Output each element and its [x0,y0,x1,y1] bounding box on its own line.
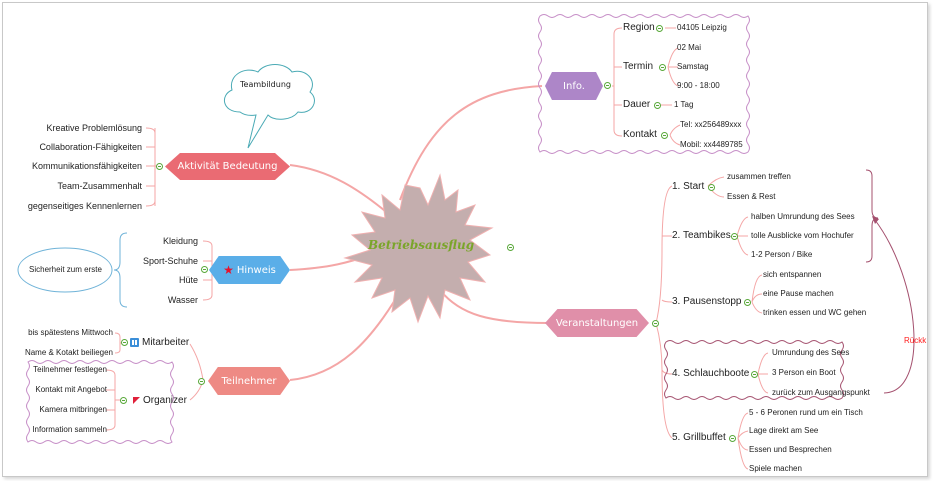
subtopic-kontakt[interactable]: Kontakt [623,129,657,140]
central-topic-shape[interactable] [343,173,494,324]
subtopic[interactable]: Essen und Besprechen [749,445,832,454]
branch-line-teilnehmer [289,299,396,381]
topic-aktivitaet-bedeutung[interactable]: Aktivität Bedeutung [165,153,290,180]
subtopic[interactable]: bis spätestens Mittwoch [28,328,113,337]
collapse-toggle-dauer[interactable] [654,102,661,109]
topic-info[interactable]: Info. [545,72,603,100]
collapse-toggle-central[interactable] [507,244,514,251]
subtopic[interactable]: 9:00 - 18:00 [677,81,720,90]
subtopic-schlauchboote[interactable]: 4. Schlauchboote [672,368,750,379]
topic-label: Hinweis [236,264,276,276]
subtopic[interactable]: Spiele machen [749,464,802,473]
subtopic[interactable]: 04105 Leipzig [677,23,727,32]
branch-line-veranstaltungen [439,289,549,324]
subtopic[interactable]: Samstag [677,62,709,71]
collapse-toggle-pausenstopp[interactable] [744,299,751,306]
subtopic[interactable]: Kommunikationsfähigkeiten [31,161,142,171]
veranstaltungen-child-lines [655,176,769,470]
callout-teambildung-label: Teambildung [240,80,291,89]
topic-label: Veranstaltungen [555,317,639,329]
topic-label: Info. [563,80,585,92]
info-child-lines [612,27,681,146]
subtopic[interactable]: halben Umrundung des Sees [751,212,855,221]
subtopic[interactable]: Hüte [178,275,198,285]
summary-label: Sicherheit zum erste [29,265,102,274]
info-boundary [538,14,750,154]
subtopic[interactable]: tolle Ausblicke vom Hochufer [751,231,854,240]
veranstaltungen-summary-brace [865,169,879,263]
subtopic[interactable]: Name & Kotakt beiliegen [24,348,113,357]
collapse-toggle-aktivitaet[interactable] [156,163,163,170]
collapse-toggle-grillbuffet[interactable] [729,435,736,442]
collapse-toggle-mitarbeiter[interactable] [121,339,128,346]
topic-label: Aktivität Bedeutung [177,161,278,172]
organizer-boundary [26,360,174,444]
subtopic[interactable]: Kleidung [162,236,198,246]
collapse-toggle-hinweis[interactable] [201,266,208,273]
hinweis-summary-brace [113,232,128,308]
collapse-toggle-veranstaltungen[interactable] [652,320,659,327]
subtopic[interactable]: Mobil: xx4489785 [680,140,743,149]
subtopic-grillbuffet[interactable]: 5. Grillbuffet [672,432,726,443]
subtopic[interactable]: trinken essen und WC gehen [763,308,867,317]
subtopic[interactable]: Kontakt mit Angebot [35,385,107,394]
subtopic[interactable]: Kreative Problemlösung [46,123,142,133]
subtopic[interactable]: Essen & Rest [727,192,776,201]
collapse-toggle-info[interactable] [604,82,611,89]
collapse-toggle-organizer[interactable] [120,397,127,404]
subtopic-mitarbeiter[interactable]: Mitarbeiter [142,337,190,348]
schlauchboote-boundary [664,340,844,400]
subtopic[interactable]: Collaboration-Fähigkeiten [39,142,142,152]
topic-label: Teilnehmer [221,375,277,387]
flag-icon [133,397,140,404]
relationship-arrowhead [872,216,879,224]
star-icon: ★ [223,263,234,277]
collapse-toggle-teilnehmer[interactable] [198,378,205,385]
subtopic[interactable]: gegenseitiges Kennenlernen [27,201,142,211]
topic-hinweis[interactable]: ★ Hinweis [209,256,290,284]
subtopic[interactable]: 1 Tag [674,100,694,109]
collapse-toggle-teambikes[interactable] [731,233,738,240]
subtopic[interactable]: Tel: xx256489xxx [680,120,742,129]
collapse-toggle-termin[interactable] [659,64,666,71]
subtopic[interactable]: Lage direkt am See [749,426,819,435]
subtopic[interactable]: eine Pause machen [763,289,834,298]
subtopic[interactable]: Sport-Schuhe [142,256,198,266]
branch-line-aktivitaet [289,164,391,216]
subtopic[interactable]: Information sammeln [32,425,107,434]
topic-veranstaltungen[interactable]: Veranstaltungen [545,309,649,337]
subtopic[interactable]: Kamera mitbringen [39,405,107,414]
subtopic-termin[interactable]: Termin [623,61,654,72]
branch-line-info [399,85,543,201]
people-icon [130,338,139,347]
teambildung-callout[interactable] [224,64,315,149]
subtopic-pausenstopp[interactable]: 3. Pausenstopp [672,296,742,307]
relationship-label[interactable]: Rückk [904,336,927,345]
subtopic[interactable]: 1-2 Person / Bike [751,250,813,259]
summary-ellipse[interactable] [17,247,113,293]
collapse-toggle-kontakt[interactable] [661,132,668,139]
subtopic[interactable]: 3 Person ein Boot [772,368,836,377]
subtopic[interactable]: Team-Zusammenhalt [57,181,142,191]
collapse-toggle-start[interactable] [708,184,715,191]
subtopic-teambikes[interactable]: 2. Teambikes [672,230,731,241]
subtopic-dauer[interactable]: Dauer [623,99,651,110]
subtopic[interactable]: Teilnehmer festlegen [33,365,107,374]
subtopic[interactable]: 5 - 6 Peronen rund um ein Tisch [749,408,863,417]
subtopic-region[interactable]: Region [623,22,655,33]
subtopic[interactable]: zusammen treffen [727,172,791,181]
collapse-toggle-region[interactable] [656,25,663,32]
subtopic[interactable]: 02 Mai [677,43,702,52]
relationship-line[interactable] [874,219,915,394]
collapse-toggle-schlauchboote[interactable] [751,371,758,378]
subtopic-start[interactable]: 1. Start [672,181,705,192]
subtopic[interactable]: sich entspannen [763,270,822,279]
central-topic-label[interactable]: Betriebsausflug [368,238,475,252]
subtopic-organizer[interactable]: Organizer [143,395,187,406]
subtopic[interactable]: Wasser [167,295,198,305]
subtopic[interactable]: zurück zum Ausgangspunkt [772,388,870,397]
subtopic[interactable]: Umrundung des Sees [772,348,850,357]
topic-teilnehmer[interactable]: Teilnehmer [208,367,290,395]
